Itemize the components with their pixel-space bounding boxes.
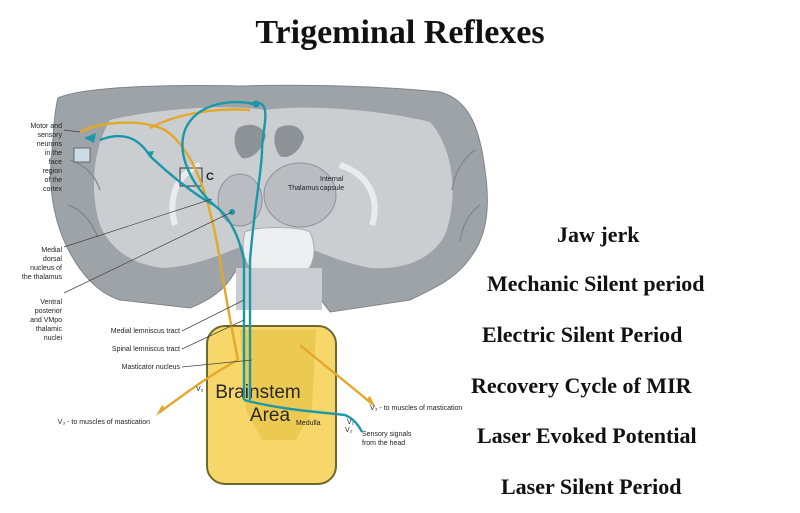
spinal-lemniscus-label: Spinal lemniscus tract <box>112 346 180 353</box>
v2-label: V₂ <box>345 427 353 434</box>
v3-left-label: V₃ - to muscles of mastication <box>58 419 150 426</box>
brainstem-label-line1: Brainstem <box>215 382 301 403</box>
c-marker: C <box>206 171 214 183</box>
thalamus-label: Thalamus <box>288 185 319 192</box>
brainstem-label-line2: Area <box>250 405 291 426</box>
reflex-mechanic-silent-period: Mechanic Silent period <box>487 271 705 296</box>
v1-label: V₁ <box>347 419 355 426</box>
masticator-nucleus-label: Masticator nucleus <box>122 364 181 371</box>
reflex-electric-silent-period: Electric Silent Period <box>482 322 683 347</box>
reflex-jaw-jerk: Jaw jerk <box>557 222 640 247</box>
brain-section <box>50 84 488 313</box>
reflex-recovery-cycle-mir: Recovery Cycle of MIR <box>471 373 692 398</box>
reflex-laser-silent-period: Laser Silent Period <box>501 474 682 499</box>
leader-lines <box>63 129 253 368</box>
medulla-label: Medulla <box>296 420 321 427</box>
reflex-laser-evoked-potential: Laser Evoked Potential <box>477 423 697 448</box>
v3-right-label: V₃ - to muscles of mastication <box>370 405 462 412</box>
v3-small-label: V₃ <box>196 386 204 393</box>
slide-title: Trigeminal Reflexes <box>255 14 545 51</box>
medial-lemniscus-label: Medial lemniscus tract <box>111 328 180 335</box>
sensory-pathway <box>84 100 364 433</box>
